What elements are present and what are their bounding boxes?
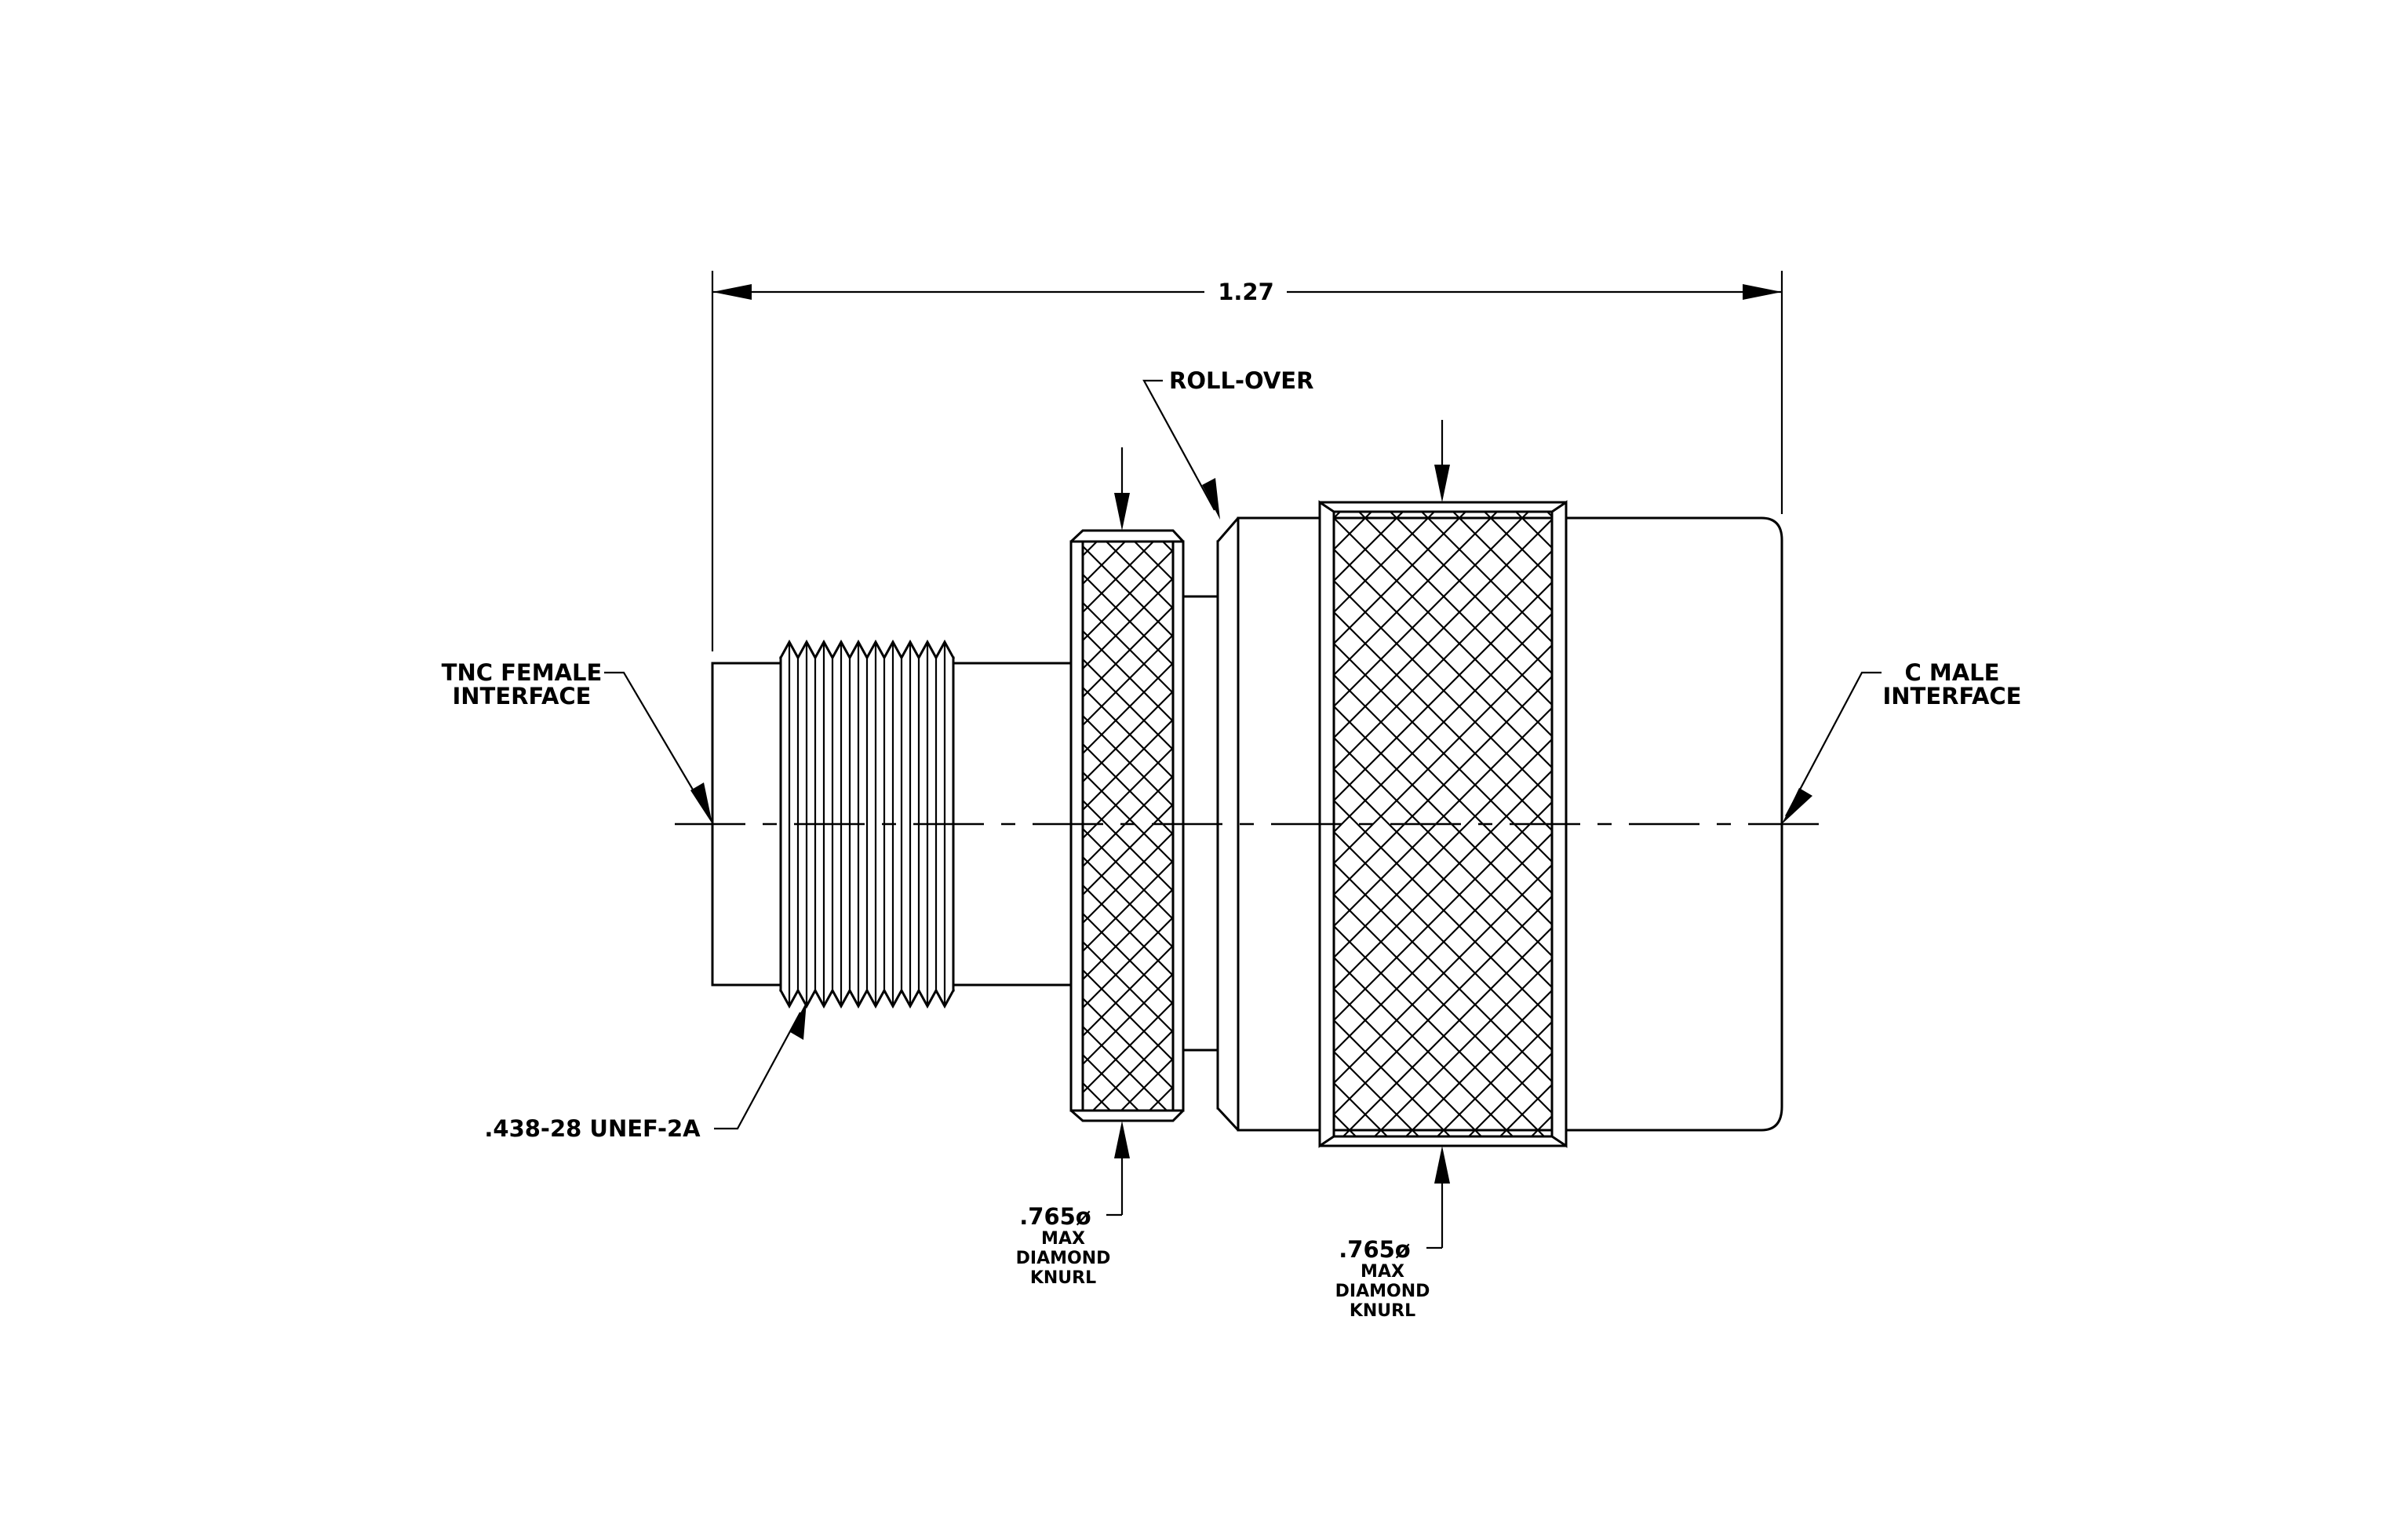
small-knurl-diamond: DIAMOND xyxy=(1016,1249,1111,1268)
small-knurl-diameter: .765ø xyxy=(1019,1203,1091,1230)
small-knurl-knurl: KNURL xyxy=(1030,1268,1096,1288)
roll-over-label: ROLL-OVER xyxy=(1169,367,1313,394)
tnc-female-label-line1: TNC FEMALE xyxy=(442,659,603,686)
c-male-label-line2: INTERFACE xyxy=(1882,683,2021,709)
large-knurl-top-arrowhead xyxy=(1434,465,1450,502)
large-knurl-max: MAX xyxy=(1361,1262,1404,1282)
small-knurl-callout: .765ø MAX DIAMOND KNURL xyxy=(1016,447,1130,1288)
arrowhead-right xyxy=(1743,284,1782,300)
large-knurl-bottom-arrowhead xyxy=(1434,1146,1450,1184)
large-knurl-diamond: DIAMOND xyxy=(1335,1282,1430,1301)
c-male-label-line1: C MALE xyxy=(1905,659,2000,686)
large-knurl-callout: .765ø MAX DIAMOND KNURL xyxy=(1335,420,1450,1321)
overall-length-dimension: 1.27 xyxy=(711,271,1783,651)
small-knurled-nut xyxy=(1069,529,1185,1122)
thread-spec-arrowhead xyxy=(790,1001,807,1040)
c-male-arrowhead xyxy=(1782,788,1812,824)
small-knurl-bottom-arrowhead xyxy=(1114,1121,1130,1158)
tnc-female-arrowhead xyxy=(690,782,712,824)
neck xyxy=(1182,595,1219,1052)
small-knurl-max: MAX xyxy=(1041,1229,1085,1249)
large-knurl-diameter: .765ø xyxy=(1339,1236,1410,1263)
thread-spec-callout: .438-28 UNEF-2A xyxy=(484,1001,807,1142)
roll-over-arrowhead xyxy=(1202,478,1220,520)
roll-over-callout: ROLL-OVER xyxy=(1142,367,1313,520)
tnc-female-label-line2: INTERFACE xyxy=(452,683,591,709)
thread-spec-label: .438-28 UNEF-2A xyxy=(484,1115,701,1142)
overall-length-value: 1.27 xyxy=(1218,279,1274,305)
small-knurl-pattern xyxy=(1081,540,1175,1112)
c-male-callout: C MALE INTERFACE xyxy=(1782,659,2022,824)
large-knurl-knurl: KNURL xyxy=(1350,1301,1415,1321)
small-knurl-top-arrowhead xyxy=(1114,493,1130,531)
arrowhead-left xyxy=(712,284,752,300)
tnc-female-callout: TNC FEMALE INTERFACE xyxy=(442,659,712,824)
